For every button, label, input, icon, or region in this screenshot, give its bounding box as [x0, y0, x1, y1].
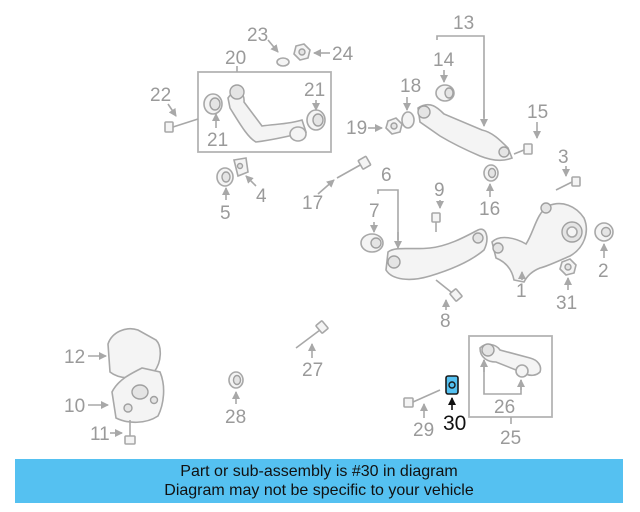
callout-8[interactable]: 8: [440, 311, 451, 332]
bushing-part-21-right[interactable]: [306, 109, 326, 131]
callout-9[interactable]: 9: [434, 180, 445, 201]
bolt-part-27[interactable]: [295, 320, 329, 349]
callout-11[interactable]: 11: [90, 424, 110, 445]
callout-28[interactable]: 28: [225, 407, 246, 428]
callout-26[interactable]: 26: [494, 397, 515, 418]
callout-1[interactable]: 1: [516, 281, 527, 302]
bushing-part-14[interactable]: [435, 84, 455, 102]
callout-20[interactable]: 20: [225, 48, 246, 69]
bolt-part-22[interactable]: [164, 118, 199, 133]
callout-18[interactable]: 18: [400, 76, 421, 97]
callout-16[interactable]: 16: [479, 199, 500, 220]
bushing-part-5[interactable]: [216, 167, 234, 187]
knuckle-part-1[interactable]: [491, 202, 588, 283]
nut-part-24[interactable]: [293, 43, 311, 61]
trailing-arm-part-13[interactable]: [417, 103, 514, 161]
callout-12[interactable]: 12: [64, 347, 85, 368]
callout-31[interactable]: 31: [556, 293, 577, 314]
callout-30[interactable]: 30: [443, 412, 466, 435]
bolt-part-17[interactable]: [336, 155, 372, 179]
bolt-part-29[interactable]: [403, 389, 441, 408]
callout-5[interactable]: 5: [220, 203, 231, 224]
bolt-part-8[interactable]: [435, 279, 463, 302]
bushing-part-16[interactable]: [483, 164, 499, 182]
callout-2[interactable]: 2: [598, 261, 609, 282]
callout-10[interactable]: 10: [64, 396, 85, 417]
callout-4[interactable]: 4: [256, 186, 267, 207]
washer-part-18[interactable]: [401, 111, 415, 129]
bushing-part-21-left[interactable]: [203, 93, 223, 115]
lower-arm-part-6[interactable]: [385, 228, 488, 281]
callout-19[interactable]: 19: [346, 118, 367, 139]
callout-7[interactable]: 7: [369, 201, 380, 222]
bracket-part-4[interactable]: [233, 157, 249, 178]
washer-part-23[interactable]: [276, 57, 290, 67]
callout-15[interactable]: 15: [527, 102, 548, 123]
banner-line-1: Part or sub-assembly is #30 in diagram: [180, 463, 458, 480]
banner-line-2: Diagram may not be specific to your vehi…: [164, 482, 474, 499]
bolt-part-15[interactable]: [513, 143, 533, 155]
bushing-part-2[interactable]: [594, 222, 614, 242]
callout-13[interactable]: 13: [453, 13, 474, 34]
bracket-part-10[interactable]: [111, 367, 165, 424]
callout-25[interactable]: 25: [500, 428, 521, 449]
callout-3[interactable]: 3: [558, 147, 569, 168]
callout-23[interactable]: 23: [247, 25, 268, 46]
toe-link-part-26[interactable]: [479, 343, 542, 378]
upper-control-arm-part-20[interactable]: [227, 84, 308, 143]
callout-21-right[interactable]: 21: [304, 80, 325, 101]
callout-22[interactable]: 22: [150, 85, 171, 106]
bushing-part-7[interactable]: [360, 233, 384, 253]
nut-part-19[interactable]: [385, 117, 403, 135]
callout-17[interactable]: 17: [302, 193, 323, 214]
bolt-part-11[interactable]: [124, 420, 136, 445]
bushing-part-28[interactable]: [228, 371, 244, 389]
bolt-part-3[interactable]: [555, 176, 581, 191]
callout-27[interactable]: 27: [302, 360, 323, 381]
callout-6[interactable]: 6: [381, 165, 392, 186]
group-box-20: [197, 71, 332, 153]
callout-24[interactable]: 24: [332, 44, 354, 65]
nut-part-31[interactable]: [559, 258, 577, 276]
highlighted-part-30[interactable]: [445, 375, 459, 395]
callout-29[interactable]: 29: [413, 420, 434, 441]
bolt-part-9[interactable]: [431, 212, 441, 232]
callout-21-left[interactable]: 21: [207, 130, 228, 151]
callout-14[interactable]: 14: [433, 50, 455, 71]
info-banner: Part or sub-assembly is #30 in diagram D…: [15, 459, 623, 503]
